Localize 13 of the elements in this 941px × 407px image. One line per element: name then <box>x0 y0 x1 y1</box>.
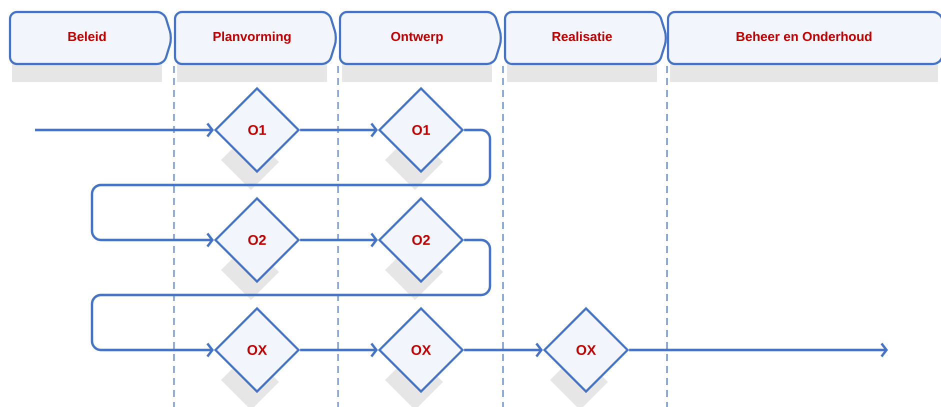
phase-header: Beleid <box>8 10 172 82</box>
arrow <box>90 238 492 358</box>
arrow <box>464 342 543 358</box>
arrow <box>35 122 214 138</box>
arrow <box>300 342 378 358</box>
phase-header: Beheer en Onderhoud <box>666 10 941 82</box>
arrow <box>300 232 378 248</box>
arrow <box>90 128 492 248</box>
phase-header: Realisatie <box>504 10 667 82</box>
phase-header: Ontwerp <box>338 10 502 82</box>
arrow <box>629 342 888 358</box>
phase-header: Planvorming <box>174 10 337 82</box>
arrow <box>300 122 378 138</box>
